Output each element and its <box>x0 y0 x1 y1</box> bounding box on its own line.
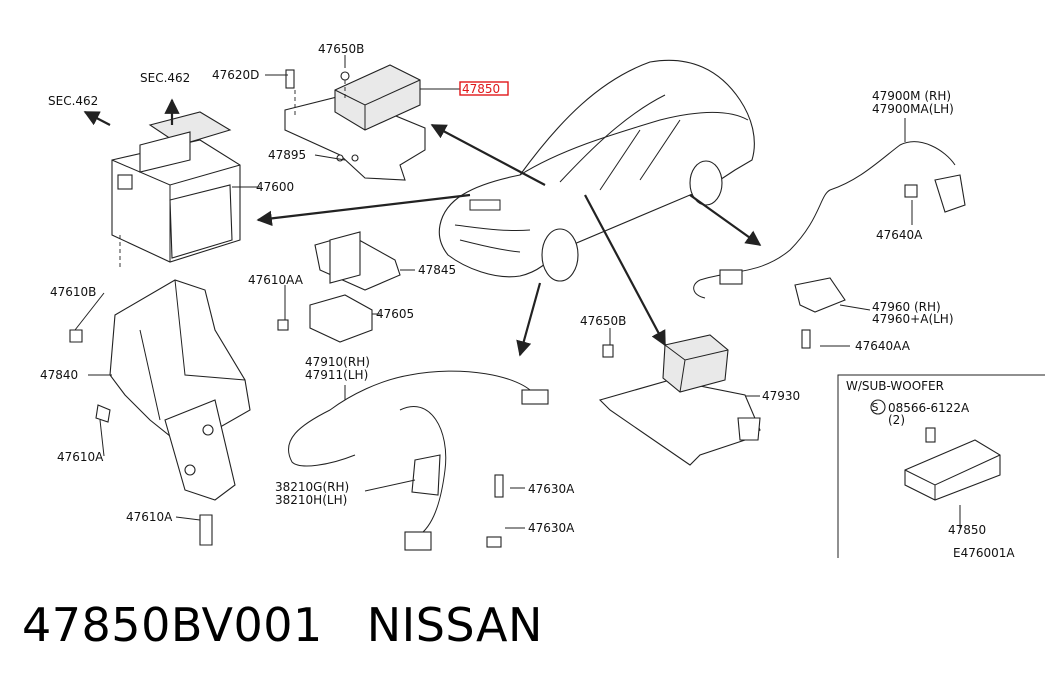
callout-47845: 47845 <box>418 263 456 277</box>
callout-47960: 47960 (RH) <box>872 300 941 314</box>
callout-47650b-mid: 47650B <box>580 314 626 328</box>
highlight-box <box>459 81 509 96</box>
leader-lines <box>74 55 913 529</box>
callout-47960a: 47960+A(LH) <box>872 312 954 326</box>
bolt-symbol-icon <box>870 399 886 415</box>
inset-bolt-qty: (2) <box>888 413 905 427</box>
callout-47630a-1: 47630A <box>528 482 575 496</box>
callout-47610b: 47610B <box>50 285 96 299</box>
inset-bolt-number: 08566-6122A <box>888 401 970 415</box>
callout-47895: 47895 <box>268 148 306 162</box>
callout-47930: 47930 <box>762 389 800 403</box>
callout-47910: 47910(RH) <box>305 355 370 369</box>
svg-text:S: S <box>872 401 879 414</box>
part-number: 47850BV001 <box>22 598 323 652</box>
callout-47640aa: 47640AA <box>855 339 911 353</box>
callout-labels: SEC.462 SEC.462 47650B 47620D 47850 4789… <box>40 42 1015 560</box>
brand-name: NISSAN <box>366 598 543 652</box>
callout-47900m: 47900M (RH) <box>872 89 951 103</box>
abs-actuator-illustration <box>111 111 241 270</box>
callout-47610a-2: 47610A <box>126 510 173 524</box>
callout-sec462-top: SEC.462 <box>140 71 190 85</box>
callout-38210g: 38210G(RH) <box>275 480 349 494</box>
inset-part-number: 47850 <box>948 523 986 537</box>
callout-sec462-left: SEC.462 <box>48 94 98 108</box>
callout-47630a-2: 47630A <box>528 521 575 535</box>
bracket-illustration <box>69 279 251 546</box>
callout-47610aa: 47610AA <box>248 273 304 287</box>
callout-47911: 47911(LH) <box>305 368 368 382</box>
sub-woofer-inset: S <box>837 374 1045 558</box>
front-sensor-harness-illustration <box>287 370 549 551</box>
callout-47610a-1: 47610A <box>57 450 104 464</box>
relay-illustration <box>277 231 401 343</box>
callout-38210h: 38210H(LH) <box>275 493 347 507</box>
callout-47840: 47840 <box>40 368 78 382</box>
car-illustration <box>438 59 755 282</box>
direction-arrows <box>83 98 762 357</box>
callout-47850-highlighted[interactable]: 47850 <box>462 82 500 96</box>
callout-47620d: 47620D <box>212 68 259 82</box>
part-caption: 47850BV001 NISSAN <box>22 598 587 652</box>
rear-sensor-harness-illustration <box>693 141 966 349</box>
callout-47900ma: 47900MA(LH) <box>872 102 954 116</box>
callout-47650b-top: 47650B <box>318 42 364 56</box>
diagram-code: E476001A <box>953 546 1015 560</box>
sensor-bracket-illustration <box>284 64 426 181</box>
inset-title: W/SUB-WOOFER <box>846 379 944 393</box>
callout-47600: 47600 <box>256 180 294 194</box>
rear-bracket-illustration <box>598 334 761 466</box>
callout-47605: 47605 <box>376 307 414 321</box>
callout-47640a: 47640A <box>876 228 923 242</box>
